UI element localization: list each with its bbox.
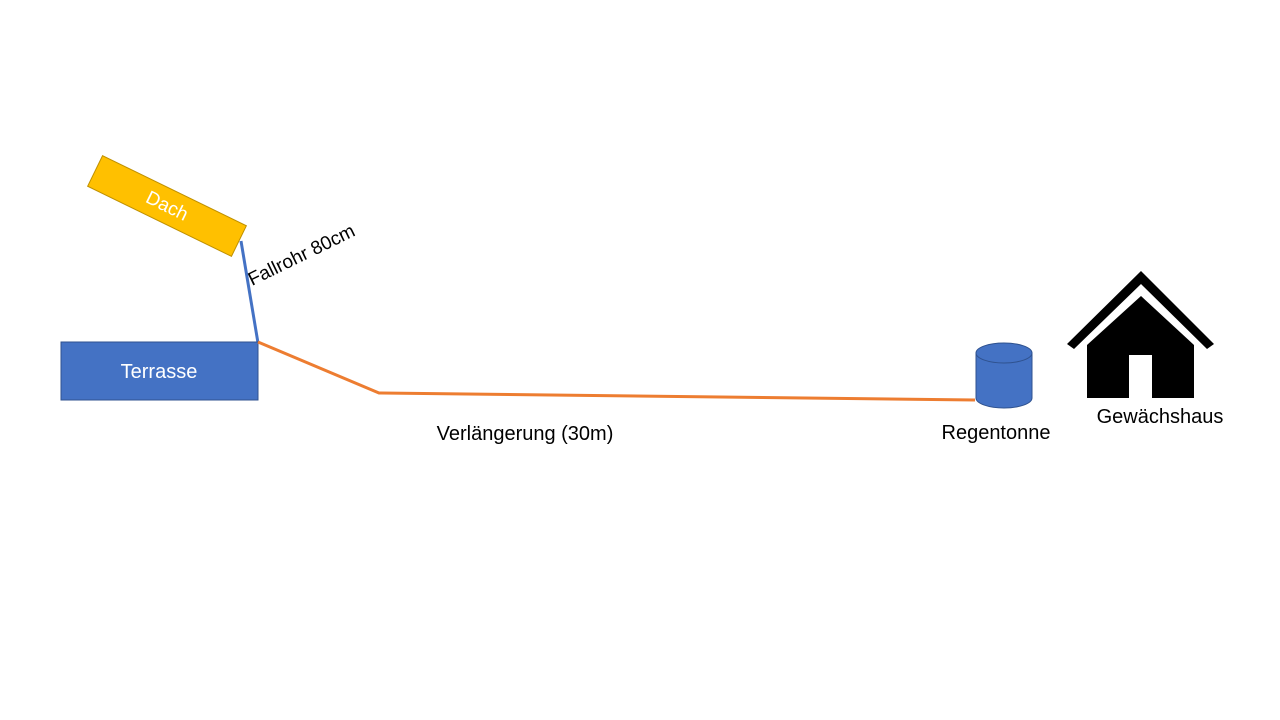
terrace-box — [60, 341, 259, 401]
rain-barrel-shape — [975, 342, 1033, 409]
extension-label: Verlängerung (30m) — [437, 423, 614, 445]
rain-barrel-label: Regentonne — [942, 422, 1051, 444]
terrace-label: Terrasse — [121, 361, 198, 383]
downpipe-label: Fallrohr 80cm — [245, 221, 359, 291]
downpipe-line — [239, 240, 260, 344]
greenhouse-label: Gewächshaus — [1097, 406, 1224, 428]
extension-pipe — [257, 340, 976, 402]
house-icon — [1067, 271, 1214, 398]
roof-shape: Dach — [86, 154, 248, 258]
